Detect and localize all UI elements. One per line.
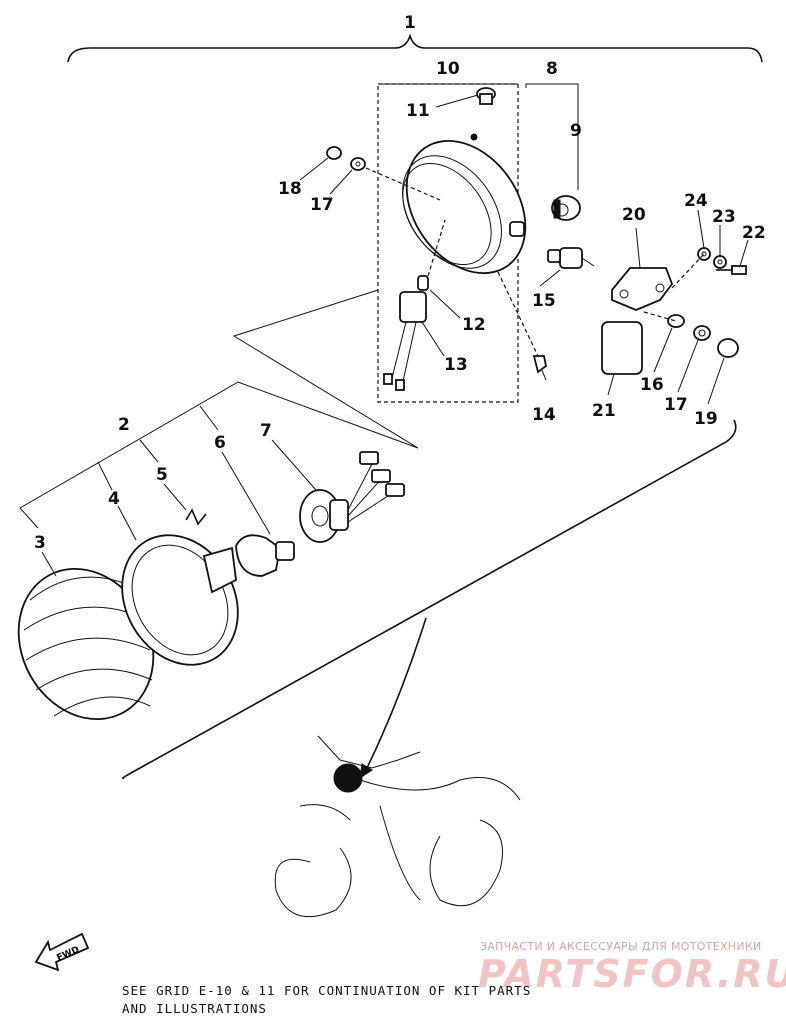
label-5: 5 — [156, 465, 168, 485]
label-14: 14 — [532, 405, 556, 425]
part-14-screw — [532, 355, 547, 374]
part-6-bulb — [202, 534, 295, 594]
label-11: 11 — [406, 101, 430, 121]
part-16-washer — [667, 314, 685, 328]
bracket-8 — [525, 83, 579, 88]
part-15-socket — [547, 247, 595, 269]
lower-group-outline — [121, 419, 737, 780]
label-6: 6 — [214, 433, 226, 453]
label-22: 22 — [742, 223, 766, 243]
label-23: 23 — [712, 207, 736, 227]
watermark-logo: PARTSFOR.RU — [478, 952, 786, 996]
part-13-connector — [383, 291, 427, 391]
part-7-socket — [299, 451, 405, 543]
label-16: 16 — [640, 375, 664, 395]
label-17b: 17 — [664, 395, 688, 415]
part-11-bolt — [476, 87, 496, 105]
label-13: 13 — [444, 355, 468, 375]
part-20-bracket — [611, 267, 674, 311]
label-21: 21 — [592, 401, 616, 421]
footnote-line-1: SEE GRID E-10 & 11 FOR CONTINUATION OF K… — [122, 983, 532, 998]
label-4: 4 — [108, 489, 120, 509]
fwd-arrow: FWD — [34, 932, 90, 972]
label-24: 24 — [684, 191, 708, 211]
part-12-bulb — [417, 275, 429, 291]
label-2: 2 — [118, 415, 130, 435]
label-7: 7 — [260, 421, 272, 441]
part-23-washer — [713, 255, 727, 269]
brace-1 — [67, 33, 763, 63]
pointer-arrow — [365, 617, 427, 771]
label-10: 10 — [436, 59, 460, 79]
part-22-bolt — [716, 265, 747, 275]
part-19-nut — [717, 338, 739, 358]
label-9: 9 — [570, 121, 582, 141]
label-20: 20 — [622, 205, 646, 225]
part-17a-washer — [350, 157, 366, 171]
part-21-sleeve — [601, 321, 643, 375]
bracket-2 — [19, 289, 419, 509]
part-5-spring — [185, 508, 207, 526]
watermark-tagline: ЗАПЧАСТИ И АКСЕССУАРЫ ДЛЯ МОТОТЕХНИКИ — [480, 940, 762, 953]
label-19: 19 — [694, 409, 718, 429]
part-24-nut — [697, 247, 711, 261]
label-17a: 17 — [310, 195, 334, 215]
motorcycle-outline — [274, 735, 521, 918]
label-1: 1 — [404, 13, 416, 33]
label-3: 3 — [34, 533, 46, 553]
label-15: 15 — [532, 291, 556, 311]
footnote-line-2: AND ILLUSTRATIONS — [122, 1001, 267, 1016]
part-9-grommet — [551, 195, 581, 221]
part-17b-washer — [693, 325, 711, 341]
label-12: 12 — [462, 315, 486, 335]
headlight-housing — [402, 133, 527, 274]
label-8: 8 — [546, 59, 558, 79]
footnote: SEE GRID E-10 & 11 FOR CONTINUATION OF K… — [122, 982, 531, 1018]
label-18: 18 — [278, 179, 302, 199]
part-18-nut — [326, 146, 342, 160]
